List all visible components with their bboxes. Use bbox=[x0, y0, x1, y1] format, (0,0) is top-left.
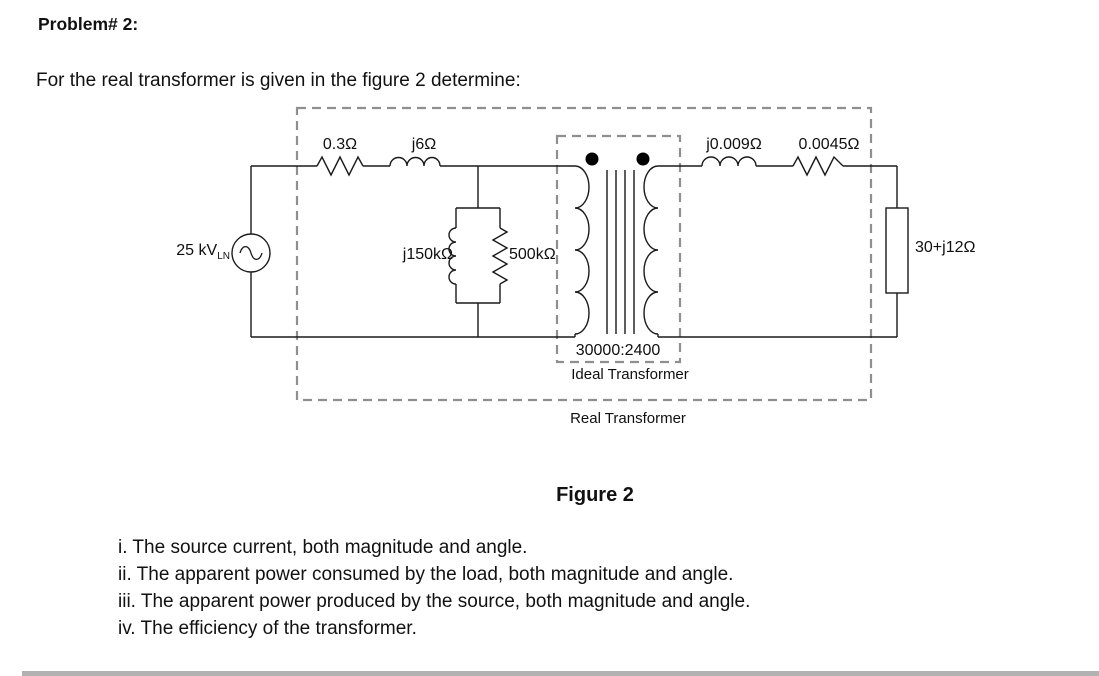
primary-winding-symbol bbox=[574, 165, 590, 335]
load-impedance-label: 30+j12Ω bbox=[915, 239, 976, 256]
problem-title: Problem# 2: bbox=[38, 14, 139, 34]
secondary-inductor-symbol bbox=[701, 156, 757, 167]
question-item-ii: ii. The apparent power consumed by the l… bbox=[118, 564, 734, 585]
source-voltage-label: 25 kVLN bbox=[150, 242, 230, 262]
secondary-resistor-symbol bbox=[792, 155, 844, 177]
ideal-transformer-label: Ideal Transformer bbox=[571, 366, 689, 383]
secondary-resistance-label: 0.0045Ω bbox=[798, 136, 860, 153]
primary-resistor-symbol bbox=[316, 155, 364, 177]
question-list: i. The source current, both magnitude an… bbox=[118, 534, 750, 642]
question-item-iv: iv. The efficiency of the transformer. bbox=[118, 618, 417, 639]
secondary-reactance-label: j0.009Ω bbox=[706, 136, 762, 153]
primary-resistance-label: 0.3Ω bbox=[322, 136, 358, 153]
figure-caption: Figure 2 bbox=[556, 484, 634, 506]
magnetizing-reactance-label: j150kΩ bbox=[402, 246, 453, 263]
source-voltage-subscript: LN bbox=[217, 251, 230, 263]
primary-reactance-label: j6Ω bbox=[411, 136, 437, 153]
question-item-iii: iii. The apparent power produced by the … bbox=[118, 591, 751, 612]
sine-wave-icon bbox=[239, 245, 263, 261]
core-loss-resistor-symbol bbox=[491, 227, 509, 285]
circuit-wires bbox=[250, 165, 898, 338]
real-transformer-label: Real Transformer bbox=[570, 410, 686, 427]
page-bottom-edge bbox=[22, 671, 1099, 676]
figure-2-circuit-diagram: 0.3Ω j6Ω j0.009Ω 0.0045Ω 25 kVLN j150kΩ … bbox=[0, 100, 1099, 440]
transformer-core-lines bbox=[606, 170, 635, 334]
real-transformer-dashed-box bbox=[295, 106, 873, 402]
intro-text: For the real transformer is given in the… bbox=[36, 70, 521, 91]
source-voltage-value: 25 kV bbox=[176, 242, 218, 259]
question-item-i: i. The source current, both magnitude an… bbox=[118, 537, 528, 558]
load-impedance-symbol bbox=[885, 207, 909, 294]
circuit-linework bbox=[231, 106, 909, 402]
ideal-transformer-dashed-box bbox=[555, 134, 682, 364]
magnetizing-inductor-symbol bbox=[448, 227, 457, 285]
core-loss-resistance-label: 500kΩ bbox=[509, 246, 556, 263]
secondary-winding-symbol bbox=[643, 165, 659, 335]
primary-inductor-symbol bbox=[389, 156, 441, 167]
turns-ratio-label: 30000:2400 bbox=[575, 342, 661, 359]
secondary-polarity-dot bbox=[636, 152, 650, 166]
primary-polarity-dot bbox=[585, 152, 599, 166]
